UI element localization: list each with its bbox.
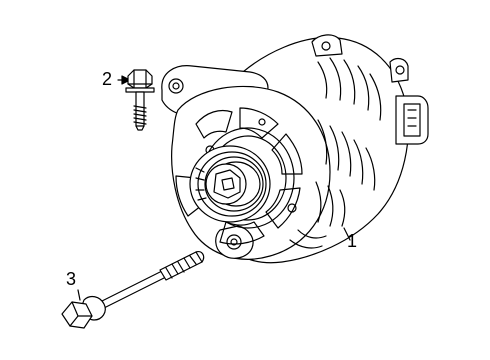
callout-2-label: 2 [102,69,113,89]
lower-mounting-boss [215,225,254,259]
callout-3-leader [77,289,81,301]
mounting-hole-upper [168,78,184,94]
pulley-nut [213,169,241,199]
bolt [117,69,155,131]
cooling-fins [289,57,382,249]
callout-3-label: 3 [66,269,77,289]
callout-1-label: 1 [347,231,358,251]
callout-2-arrow [121,75,131,85]
pulley [189,145,271,223]
alternator [161,34,429,264]
electrical-connector [389,57,429,145]
callout-1-leader [343,227,351,241]
top-bracket [311,34,343,57]
long-bolt [61,251,205,329]
